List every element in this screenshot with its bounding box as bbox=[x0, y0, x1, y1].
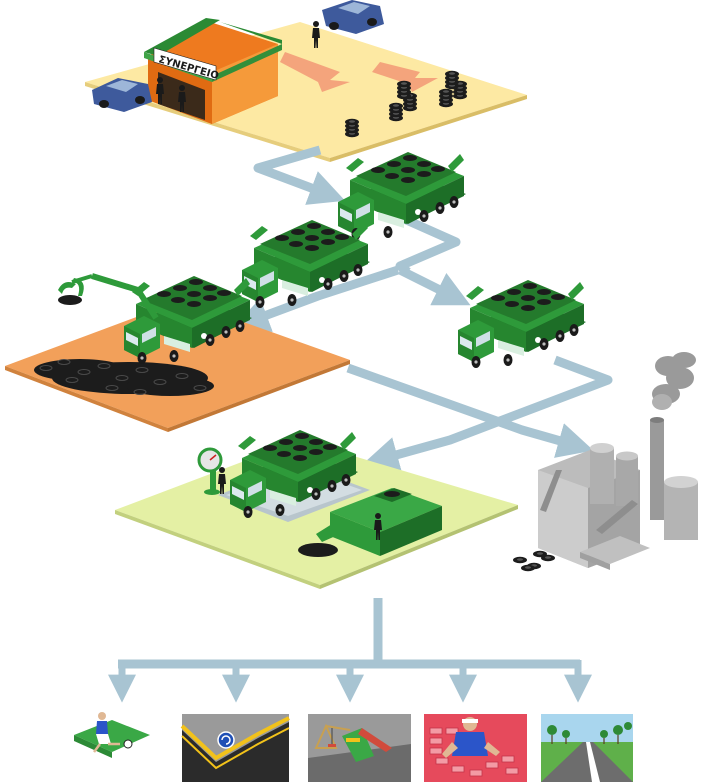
collection-zone-platform bbox=[5, 300, 350, 428]
arrow-to-processing bbox=[362, 355, 613, 473]
crane-grabber bbox=[58, 278, 84, 305]
truck-collection-2 bbox=[242, 220, 370, 308]
factory bbox=[513, 352, 698, 572]
flow-arrow-garage-2 bbox=[372, 62, 438, 92]
flow-arrow-garage-1 bbox=[280, 52, 350, 92]
collection-zone bbox=[5, 300, 350, 432]
end-use-paving-tiles bbox=[424, 714, 527, 782]
arrow-to-collection bbox=[232, 265, 400, 332]
arrow-to-factory bbox=[346, 363, 594, 458]
end-use-playground bbox=[308, 714, 411, 782]
car-blue-left bbox=[92, 78, 152, 112]
end-use-football-field bbox=[74, 712, 150, 758]
rubber-granules bbox=[298, 543, 338, 557]
end-use-roundabout bbox=[180, 714, 290, 782]
truck-collection-1 bbox=[338, 152, 466, 240]
arrow-to-truck-3 bbox=[397, 265, 471, 306]
truck-to-factory bbox=[458, 280, 586, 368]
garage-sign-board bbox=[153, 47, 217, 81]
smoke bbox=[652, 352, 696, 410]
shredder-machine bbox=[298, 488, 442, 557]
chimney bbox=[650, 420, 664, 520]
scale-gauge bbox=[197, 447, 223, 495]
tire-pile-factory bbox=[513, 550, 555, 572]
arrow-truck-1-to-split bbox=[395, 213, 461, 276]
crane-truck bbox=[58, 273, 252, 364]
car-blue-top bbox=[322, 0, 384, 34]
end-use-arrows bbox=[108, 660, 592, 703]
end-use-road bbox=[541, 714, 633, 782]
arrow-to-truck-1 bbox=[253, 145, 346, 205]
